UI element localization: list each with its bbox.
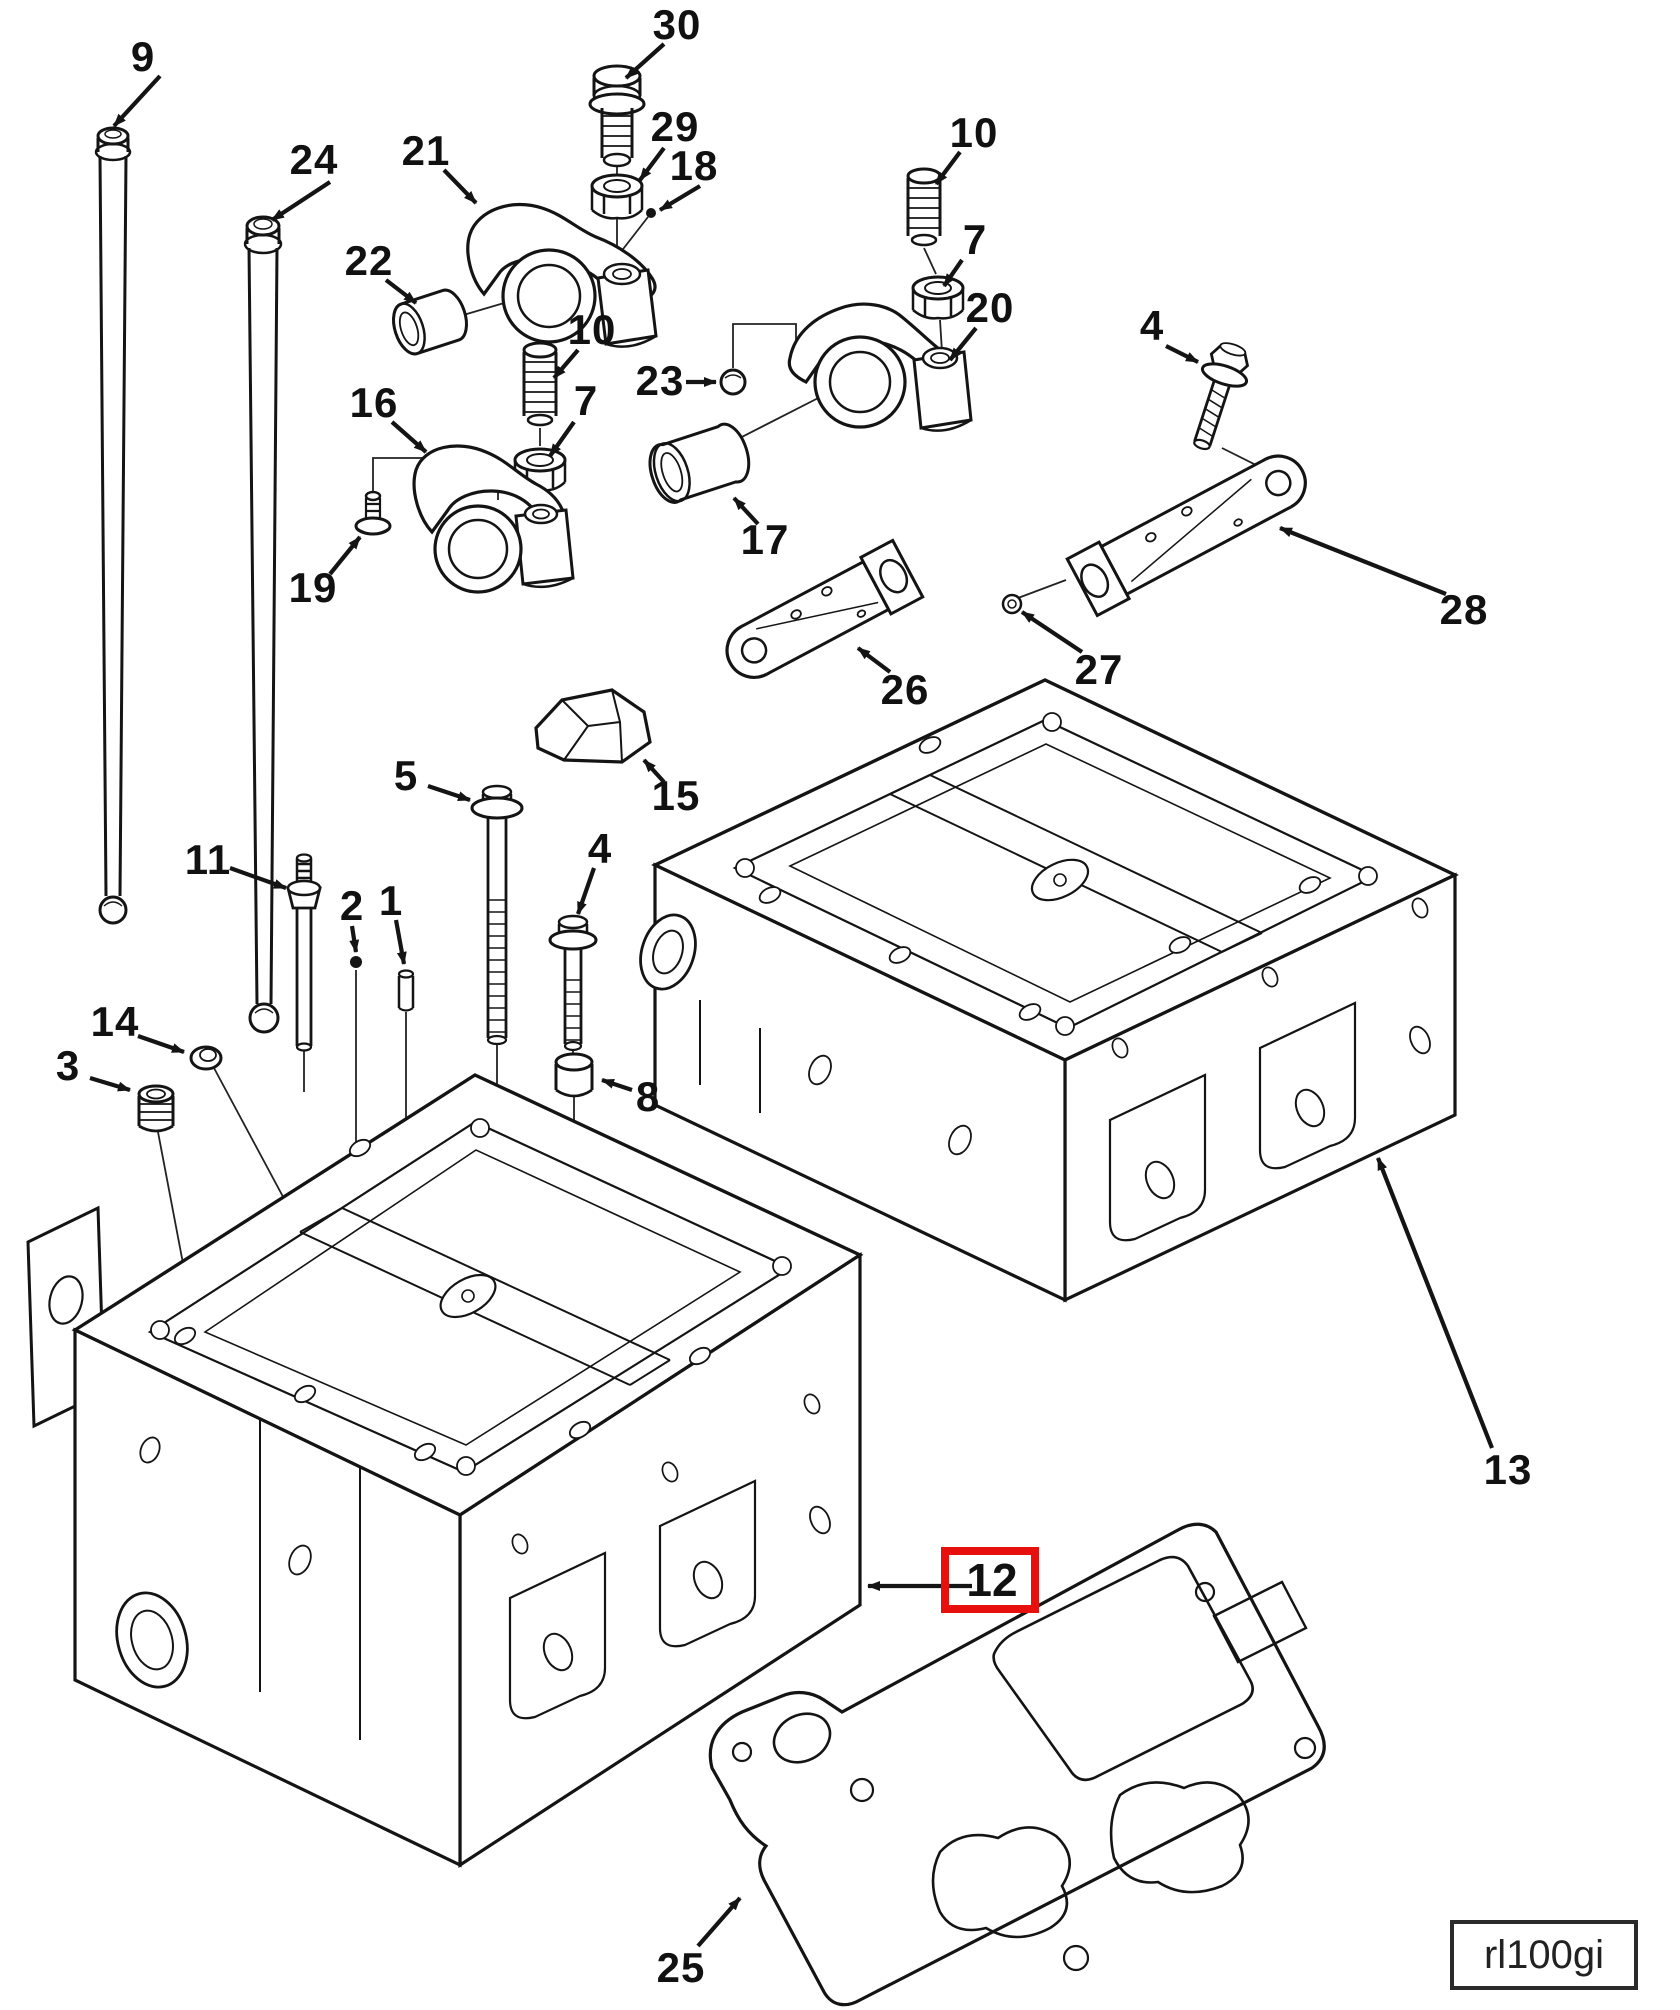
callout-27[interactable]: 27 — [1074, 646, 1124, 693]
callout-21[interactable]: 21 — [401, 127, 451, 174]
selected-callout-12[interactable]: 12 — [941, 1547, 1039, 1613]
callout-26[interactable]: 26 — [880, 666, 930, 713]
gasket-25 — [708, 1522, 1326, 2007]
callout-arrows — [89, 42, 1494, 1948]
rocker-shaft-28 — [1065, 454, 1307, 618]
callout-14[interactable]: 14 — [90, 998, 140, 1045]
callout-23[interactable]: 23 — [635, 357, 685, 404]
callout-20[interactable]: 20 — [965, 284, 1015, 331]
capscrew-19 — [354, 490, 392, 536]
stud-11 — [286, 853, 322, 1052]
callout-2[interactable]: 2 — [339, 882, 365, 929]
callout-13[interactable]: 13 — [1483, 1446, 1533, 1493]
callout-29[interactable]: 29 — [650, 103, 700, 150]
push-rod-24 — [243, 215, 283, 1034]
callout-9[interactable]: 9 — [130, 33, 156, 80]
callout-10-right[interactable]: 10 — [949, 109, 999, 156]
callout-17[interactable]: 17 — [740, 516, 790, 563]
callout-18[interactable]: 18 — [669, 142, 719, 189]
callout-7-mid[interactable]: 7 — [573, 377, 599, 424]
figure-code-label: rl100gi — [1483, 1932, 1605, 1977]
ball-23 — [719, 368, 747, 396]
callout-1[interactable]: 1 — [378, 877, 404, 924]
callout-24[interactable]: 24 — [289, 136, 339, 183]
callout-16[interactable]: 16 — [349, 379, 399, 426]
set-screw-18 — [646, 208, 656, 218]
rocker-lever-16 — [412, 444, 575, 594]
rocker-shaft-26 — [725, 538, 925, 679]
callout-22[interactable]: 22 — [344, 237, 394, 284]
rocker-housing-13 — [639, 678, 1459, 1303]
bushing-22 — [392, 288, 468, 356]
pipe-plug-27 — [1001, 593, 1023, 615]
callout-11[interactable]: 11 — [184, 836, 232, 883]
capscrew-5 — [470, 784, 524, 1046]
callout-4-right[interactable]: 4 — [1139, 302, 1165, 349]
plug-3 — [137, 1084, 175, 1133]
valve-crosshead-15 — [534, 688, 652, 764]
callout-3[interactable]: 3 — [55, 1042, 81, 1089]
adjusting-screw-10-mid — [522, 341, 558, 427]
rocker-lever-21 — [466, 202, 658, 348]
callout-8[interactable]: 8 — [635, 1073, 661, 1120]
callout-4-mid[interactable]: 4 — [587, 825, 613, 872]
bushing-8 — [554, 1052, 594, 1098]
rocker-lever-20 — [787, 302, 973, 432]
capscrew-4-mid — [548, 914, 598, 1052]
adjusting-screw-30 — [588, 64, 646, 168]
lock-nut-29 — [590, 173, 644, 220]
rocker-housing-12 — [26, 1073, 864, 1868]
callout-15[interactable]: 15 — [651, 772, 701, 819]
capscrew-4-right — [1193, 342, 1250, 451]
adjusting-screw-10-right — [906, 167, 942, 247]
bushing-17 — [648, 422, 751, 504]
callout-7-right[interactable]: 7 — [962, 216, 988, 263]
callout-5[interactable]: 5 — [393, 752, 419, 799]
figure-code-box: rl100gi — [1450, 1920, 1638, 1990]
callout-19[interactable]: 19 — [288, 564, 338, 611]
dowel-2 — [350, 956, 362, 968]
callout-28[interactable]: 28 — [1439, 586, 1489, 633]
callout-30[interactable]: 30 — [652, 1, 702, 48]
push-rod-9 — [94, 126, 132, 925]
dowel-pin-1 — [397, 969, 415, 1012]
callout-25[interactable]: 25 — [656, 1944, 706, 1991]
cup-plug-14 — [189, 1045, 223, 1071]
callout-10-mid[interactable]: 10 — [567, 306, 617, 353]
lock-nut-7-right — [911, 275, 965, 320]
